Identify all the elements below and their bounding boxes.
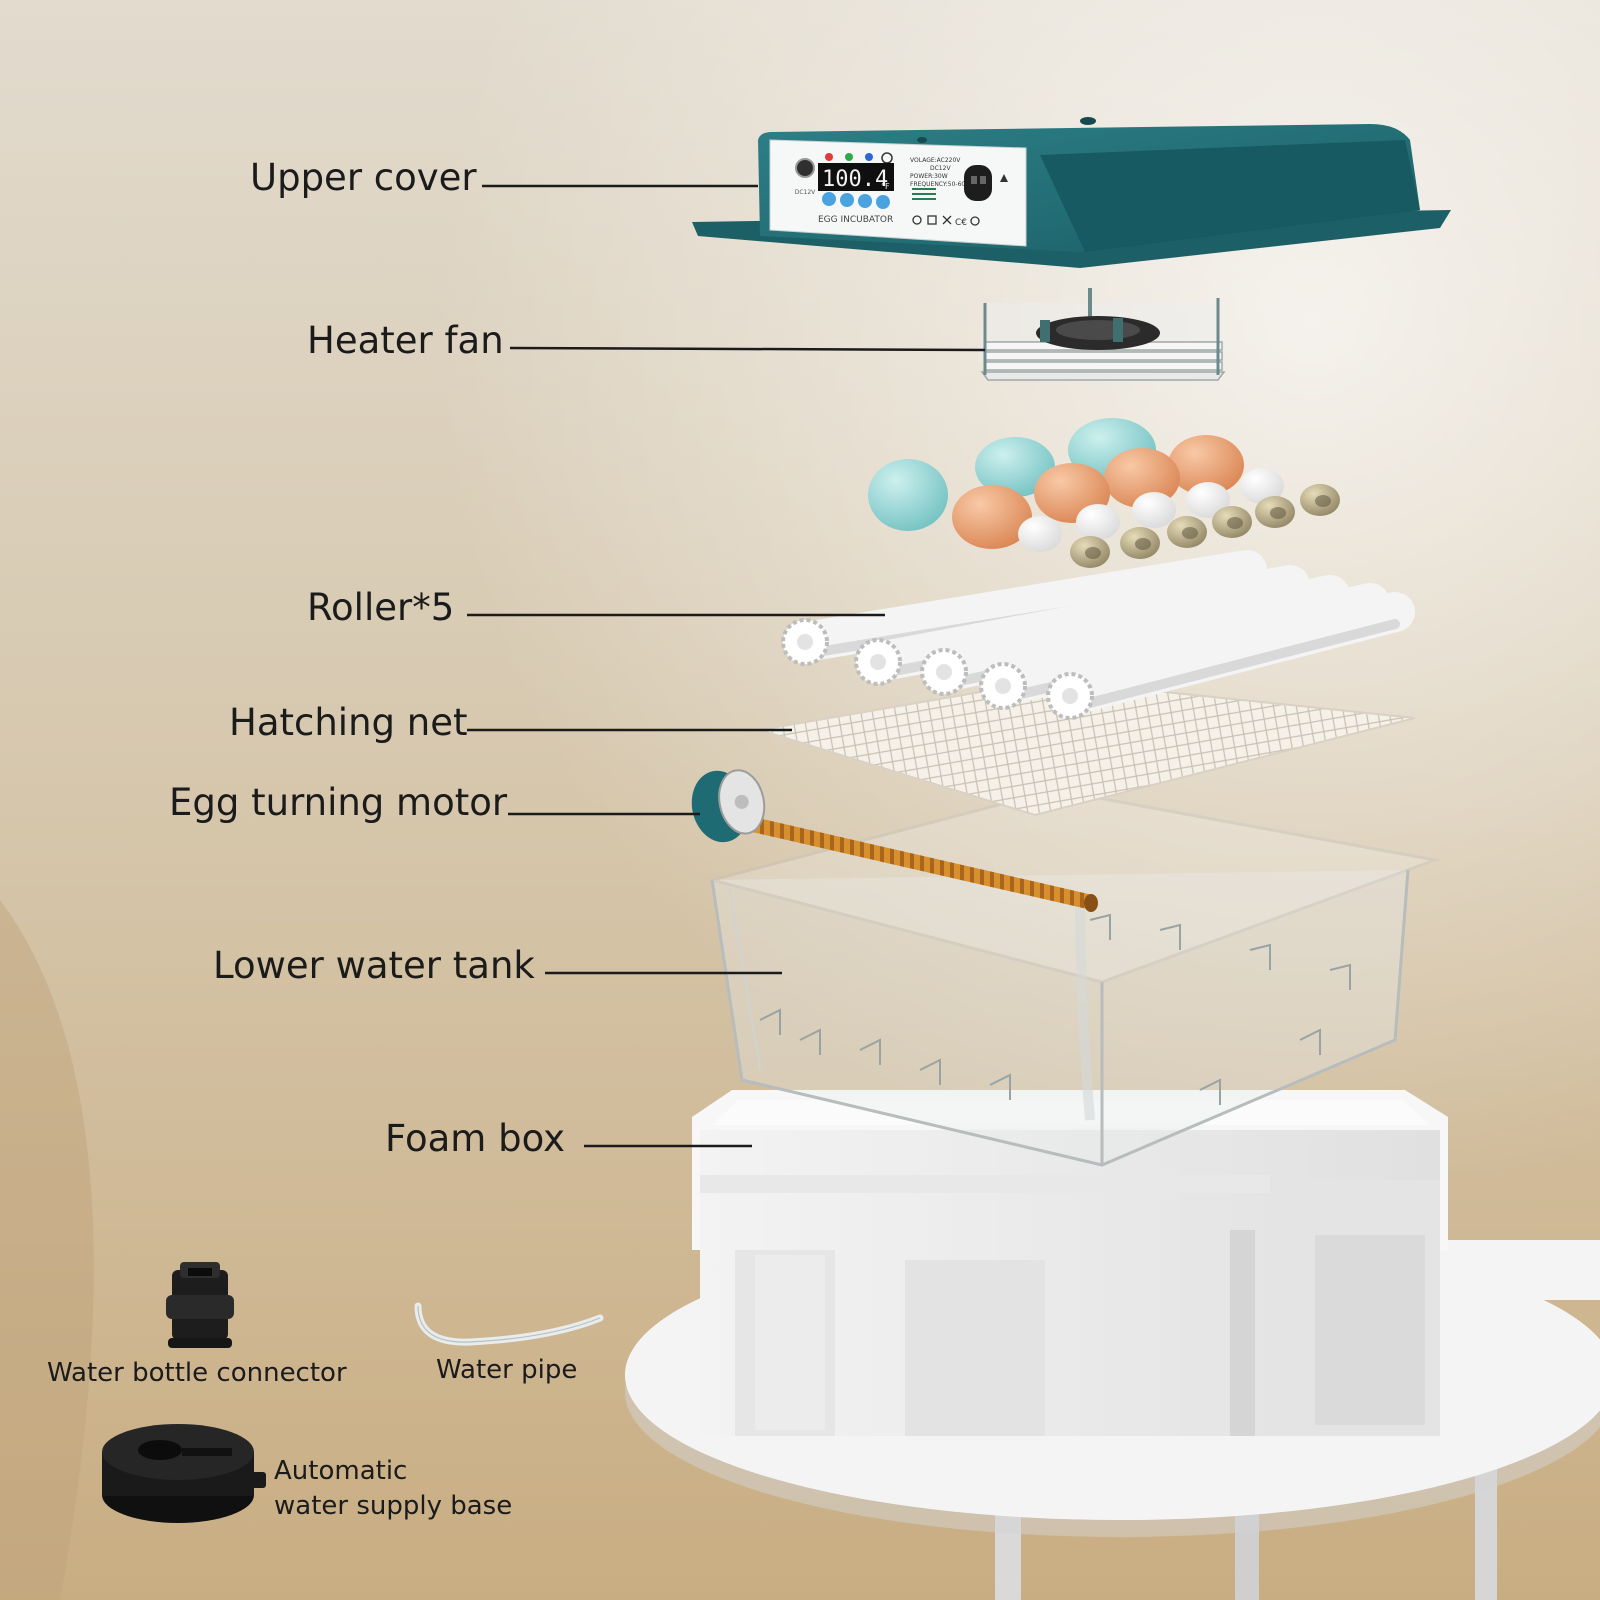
eggs [868,418,1340,568]
label-auto-base-line2: water supply base [274,1491,513,1522]
label-water-pipe: Water pipe [436,1355,578,1385]
egg-speckle [1085,547,1101,559]
leader-lines [467,184,986,1148]
panel-spec-line: POWER:30W [910,173,948,180]
svg-text:DC12V: DC12V [795,189,816,196]
egg [1186,482,1230,518]
lower-water-tank [706,788,1441,1167]
label-water-bottle-connector: Water bottle connector [47,1358,347,1388]
label-roller: Roller*5 [307,586,455,629]
water-bottle-connector [166,1262,234,1348]
heater-fan [978,288,1226,381]
egg-speckle [1182,527,1198,539]
egg-speckle [1270,507,1286,519]
label-egg-turning-motor: Egg turning motor [169,781,508,824]
egg [1018,516,1062,552]
egg-speckle [1135,538,1151,550]
spec-bars [912,188,936,200]
label-lower-water-tank: Lower water tank [213,944,535,987]
egg-turning-motor [691,769,1098,912]
panel-spec: VOLAGE:AC220VDC12VPOWER:30WFREQUENCY:50-… [910,157,973,188]
label-hatching-net: Hatching net [229,701,468,744]
label-foam-box: Foam box [385,1117,565,1160]
temperature-readout: 100.4 [822,167,888,192]
automatic-water-supply-base [102,1424,266,1523]
foam-box [692,1090,1448,1436]
led-indicator-icon [825,152,893,164]
upper-cover: DC12V 100.4 °F EGG INCUBATOR VOLAGE:AC22… [692,117,1451,268]
label-automatic-water-supply-base: Automatic water supply base [274,1454,512,1524]
egg-speckle [1227,517,1243,529]
label-auto-base-line1: Automatic [274,1456,408,1486]
background-shade [0,900,94,1600]
temperature-unit: °F [881,182,890,191]
hatching-net [759,678,1416,817]
label-heater-fan: Heater fan [307,319,504,362]
egg [1168,435,1244,495]
water-pipe [414,1302,604,1346]
roller [1046,592,1415,720]
egg [975,437,1055,497]
egg [1076,504,1120,540]
label-upper-cover: Upper cover [250,156,477,199]
temperature-display [818,163,894,191]
egg [1132,492,1176,528]
power-socket-icon [964,165,992,201]
svg-text:C€: C€ [955,218,967,228]
panel-title: EGG INCUBATOR [818,215,893,225]
egg [868,459,948,531]
rollers [781,550,1415,720]
egg-speckle [1315,495,1331,507]
power-jack-icon [795,158,815,178]
certification-marks-icon: C€ [912,215,980,228]
control-button-icon [822,192,890,209]
egg [1240,468,1284,504]
egg [952,485,1032,549]
panel-spec-line: DC12V [930,165,951,172]
panel-spec-line: FREQUENCY:50-60Hz [910,181,973,188]
panel-spec-line: VOLAGE:AC220V [910,157,961,164]
